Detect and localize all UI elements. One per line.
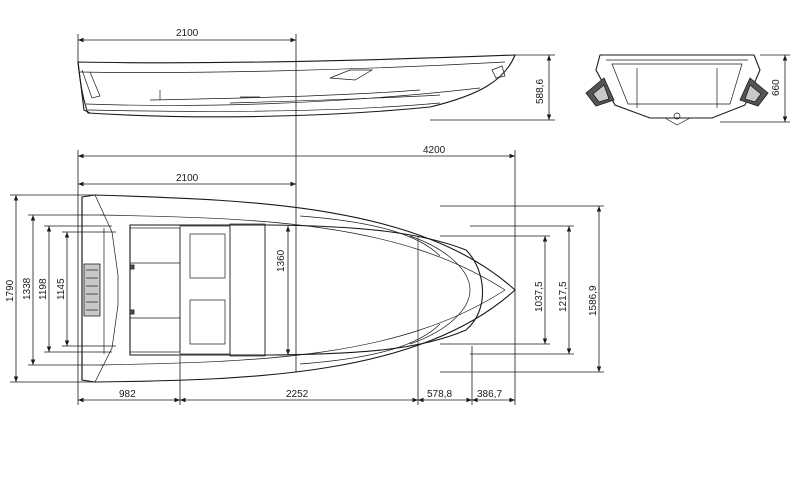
front-keel <box>664 117 691 126</box>
side-gunwale <box>79 61 506 73</box>
plan-gunwale-inner <box>99 214 506 366</box>
plan-motor-mount <box>83 263 101 317</box>
dim-side-2100-label: 2100 <box>176 28 199 39</box>
front-motor-hub <box>673 112 681 120</box>
dim-1338-label: 1338 <box>22 277 33 300</box>
front-pontoon-left-inner <box>592 84 610 103</box>
side-windshield <box>329 69 374 81</box>
plan-bow-curve-1 <box>409 235 471 345</box>
plan-motor-plate <box>83 263 101 317</box>
dim-1586-label: 1586,9 <box>588 285 599 316</box>
side-bow-fitting <box>491 65 506 79</box>
plan-bow-curve-3 <box>299 323 441 365</box>
plan-mid-seat-frame <box>179 225 231 355</box>
plan-rear-bracket-top <box>129 264 135 270</box>
dim-seg-4-label: 386,7 <box>477 389 502 400</box>
plan-rear-bracket-bot <box>129 309 135 315</box>
dim-front-height-label: 660 <box>771 79 782 96</box>
front-view: 660 <box>585 54 790 126</box>
plan-rear-seat <box>129 227 181 353</box>
dim-inner-width-label: 1360 <box>276 249 287 272</box>
dim-1198-label: 1198 <box>38 278 49 300</box>
side-rubrail-2 <box>229 94 441 104</box>
dim-1145-label: 1145 <box>56 278 67 300</box>
side-motor-well <box>81 69 101 99</box>
front-pontoon-right-inner <box>744 84 762 103</box>
side-rubrail <box>149 89 421 101</box>
plan-view: 1360 4200 2100 1790 1338 1198 1145 1037,… <box>5 145 604 405</box>
side-chine-2 <box>87 102 441 112</box>
plan-hull-outer <box>81 194 516 383</box>
dim-seg-2-label: 2252 <box>286 389 309 400</box>
side-transom <box>77 61 91 114</box>
front-inner-deck <box>611 63 743 105</box>
dim-side-height-label: 588,6 <box>535 79 546 104</box>
side-view: 2100 588,6 <box>77 28 555 372</box>
side-hull-outline <box>77 54 516 118</box>
dim-seg-3-label: 578,8 <box>427 389 452 400</box>
dim-1217-label: 1217,5 <box>558 281 569 312</box>
plan-bow-curve-2 <box>299 215 441 257</box>
dim-overall-length-label: 4200 <box>423 145 446 156</box>
plan-front-seat <box>229 223 266 357</box>
dim-plan-2100-label: 2100 <box>176 173 199 184</box>
side-chine-1 <box>85 87 481 106</box>
plan-mid-seat-box-2 <box>189 299 226 345</box>
dim-1790-label: 1790 <box>5 279 16 302</box>
dim-1037-label: 1037,5 <box>534 281 545 312</box>
plan-mid-seat-box-1 <box>189 233 226 279</box>
dim-seg-1-label: 982 <box>119 389 136 400</box>
plan-deck-inner <box>129 224 484 356</box>
